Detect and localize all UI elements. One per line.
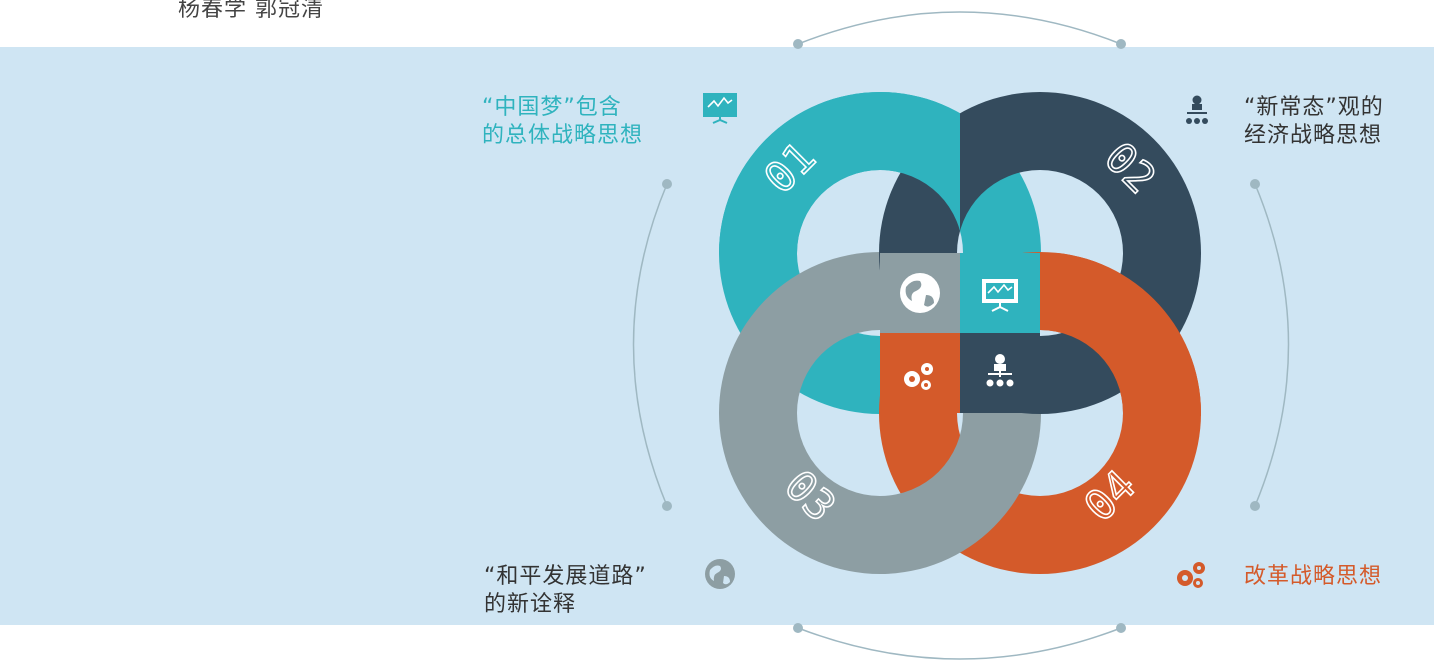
right-arc (1254, 183, 1290, 507)
item-02-label: “新常态”观的 经济战略思想 (1244, 95, 1384, 148)
gears-icon (1177, 562, 1205, 588)
arc-dot (793, 623, 803, 633)
center-overlap-orange (880, 333, 960, 413)
center-presentation-icon (982, 279, 1018, 312)
top-arc (797, 11, 1122, 45)
center-globe-icon (900, 273, 940, 313)
arc-dot (1250, 179, 1260, 189)
center-gears-icon (904, 363, 933, 390)
arc-dot (793, 39, 803, 49)
presentation-board-icon (703, 93, 737, 124)
arc-dot (662, 501, 672, 511)
arc-dot (1116, 623, 1126, 633)
item-01-label: “中国梦”包含 的总体战略思想 (482, 95, 644, 148)
center-hierarchy-icon (986, 354, 1014, 387)
arc-dot (1250, 501, 1260, 511)
item-03-label: “和平发展道路” 的新诠释 (484, 564, 647, 617)
globe-icon (705, 559, 735, 589)
background-band (0, 47, 1434, 625)
item-04-label: 改革战略思想 (1244, 564, 1383, 589)
arc-dot (662, 179, 672, 189)
arc-dot (1116, 39, 1126, 49)
authors: 杨春学 郭冠清 (178, 0, 324, 22)
bottom-arc (797, 627, 1122, 660)
hierarchy-person-icon (1186, 95, 1208, 124)
left-arc (632, 183, 668, 507)
